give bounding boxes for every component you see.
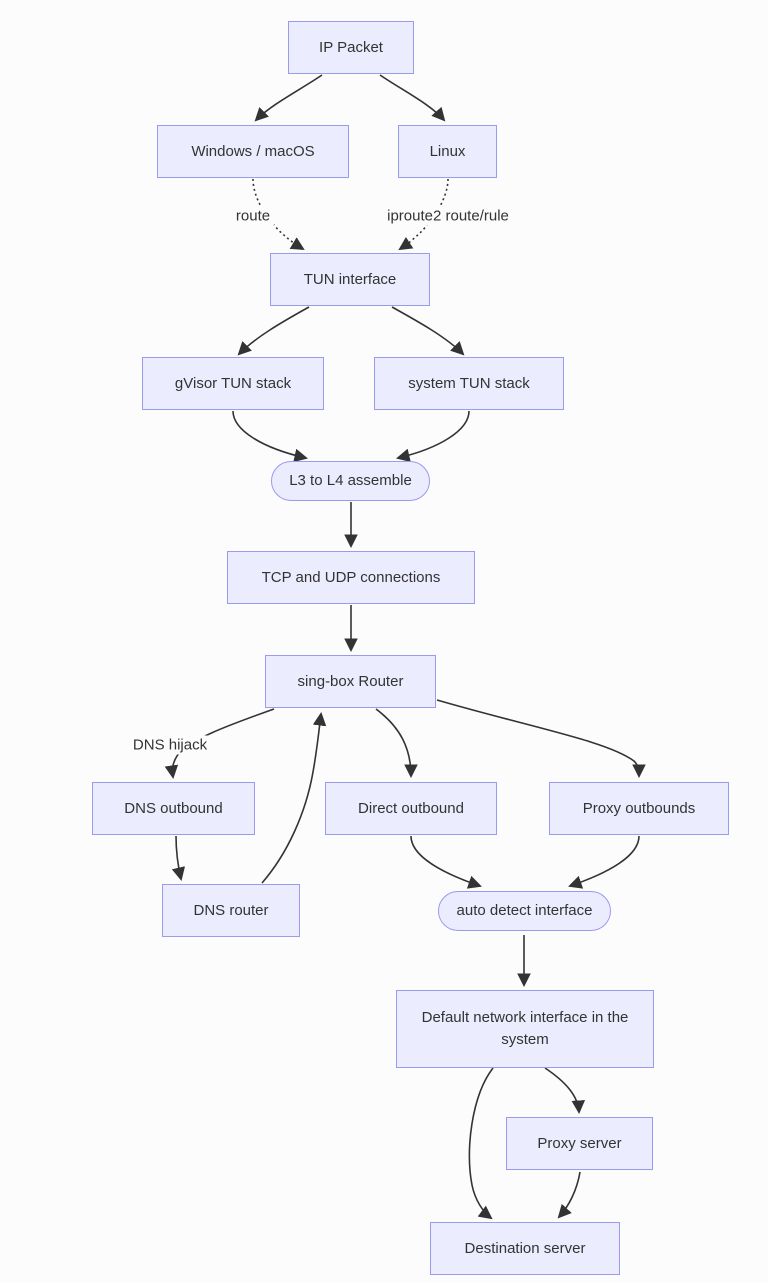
node-dns-outbound: DNS outbound [92, 782, 255, 835]
edge-tun-interface-to-system-tun-stack [391, 306, 465, 356]
node-label: Proxy server [537, 1134, 622, 1152]
node-default-network-interface: Default network interface in the system [396, 990, 654, 1068]
node-tun-interface: TUN interface [270, 253, 430, 306]
node-label: auto detect interface [456, 902, 593, 920]
node-label: system TUN stack [408, 374, 530, 392]
edge-proxy-outbounds-to-auto-detect-interface [568, 835, 640, 889]
node-auto-detect-interface: auto detect interface [438, 891, 611, 931]
edge-proxy-server-to-destination-server [557, 1171, 581, 1219]
node-label: gVisor TUN stack [174, 374, 292, 392]
edge-label-iproute2-route-rule: iproute2 route/rule [383, 206, 513, 226]
node-label: TCP and UDP connections [261, 568, 441, 586]
node-direct-outbound: Direct outbound [325, 782, 497, 835]
node-singbox-router: sing-box Router [265, 655, 436, 708]
node-label: Proxy outbounds [582, 799, 696, 817]
edge-system-tun-stack-to-l3-l4-assemble [396, 410, 470, 462]
edge-ip-packet-to-linux [379, 74, 446, 122]
node-proxy-server: Proxy server [506, 1117, 653, 1170]
edge-dns-router-to-singbox-router [261, 711, 327, 884]
node-gvisor-tun-stack: gVisor TUN stack [142, 357, 324, 410]
node-linux: Linux [398, 125, 497, 178]
edge-singbox-router-to-proxy-outbounds [436, 699, 646, 779]
node-label: Default network interface in the system [421, 1009, 629, 1048]
edge-label-route: route [231, 206, 275, 226]
node-destination-server: Destination server [430, 1222, 620, 1275]
node-label: Destination server [464, 1239, 586, 1257]
node-label: L3 to L4 assemble [289, 472, 412, 490]
node-label: IP Packet [319, 38, 383, 56]
node-label: Windows / macOS [191, 142, 315, 160]
edge-singbox-router-to-direct-outbound [375, 708, 418, 779]
node-label: Direct outbound [358, 799, 464, 817]
node-windows-macos: Windows / macOS [157, 125, 349, 178]
node-proxy-outbounds: Proxy outbounds [549, 782, 729, 835]
node-label: DNS outbound [124, 799, 223, 817]
node-dns-router: DNS router [162, 884, 300, 937]
edge-tun-interface-to-gvisor-tun-stack [237, 306, 310, 356]
edge-default-network-interface-to-destination-server [468, 1067, 494, 1220]
edge-ip-packet-to-windows-macos [254, 74, 323, 122]
edge-direct-outbound-to-auto-detect-interface [410, 835, 482, 889]
node-label: TUN interface [303, 270, 397, 288]
edge-label-dns-hijack: DNS hijack [128, 735, 212, 755]
edge-default-network-interface-to-proxy-server [544, 1067, 586, 1115]
node-tcp-udp-connections: TCP and UDP connections [227, 551, 475, 604]
node-label: Linux [429, 142, 466, 160]
edge-gvisor-tun-stack-to-l3-l4-assemble [232, 410, 308, 463]
node-label: sing-box Router [297, 672, 404, 690]
edge-dns-outbound-to-dns-router [171, 835, 186, 881]
node-label: DNS router [193, 901, 269, 919]
node-system-tun-stack: system TUN stack [374, 357, 564, 410]
node-ip-packet: IP Packet [288, 21, 414, 74]
node-l3-l4-assemble: L3 to L4 assemble [271, 461, 430, 501]
